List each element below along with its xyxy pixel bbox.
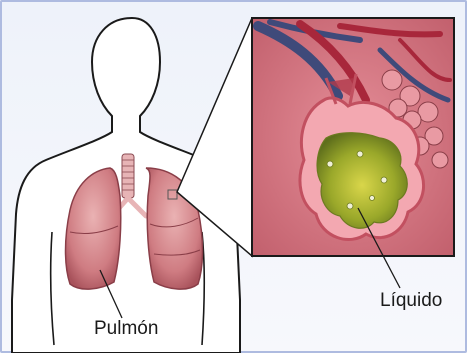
lung-label: Pulmón	[94, 318, 158, 340]
fluid-label: Líquido	[380, 290, 442, 312]
alveolus-inset	[252, 18, 454, 256]
